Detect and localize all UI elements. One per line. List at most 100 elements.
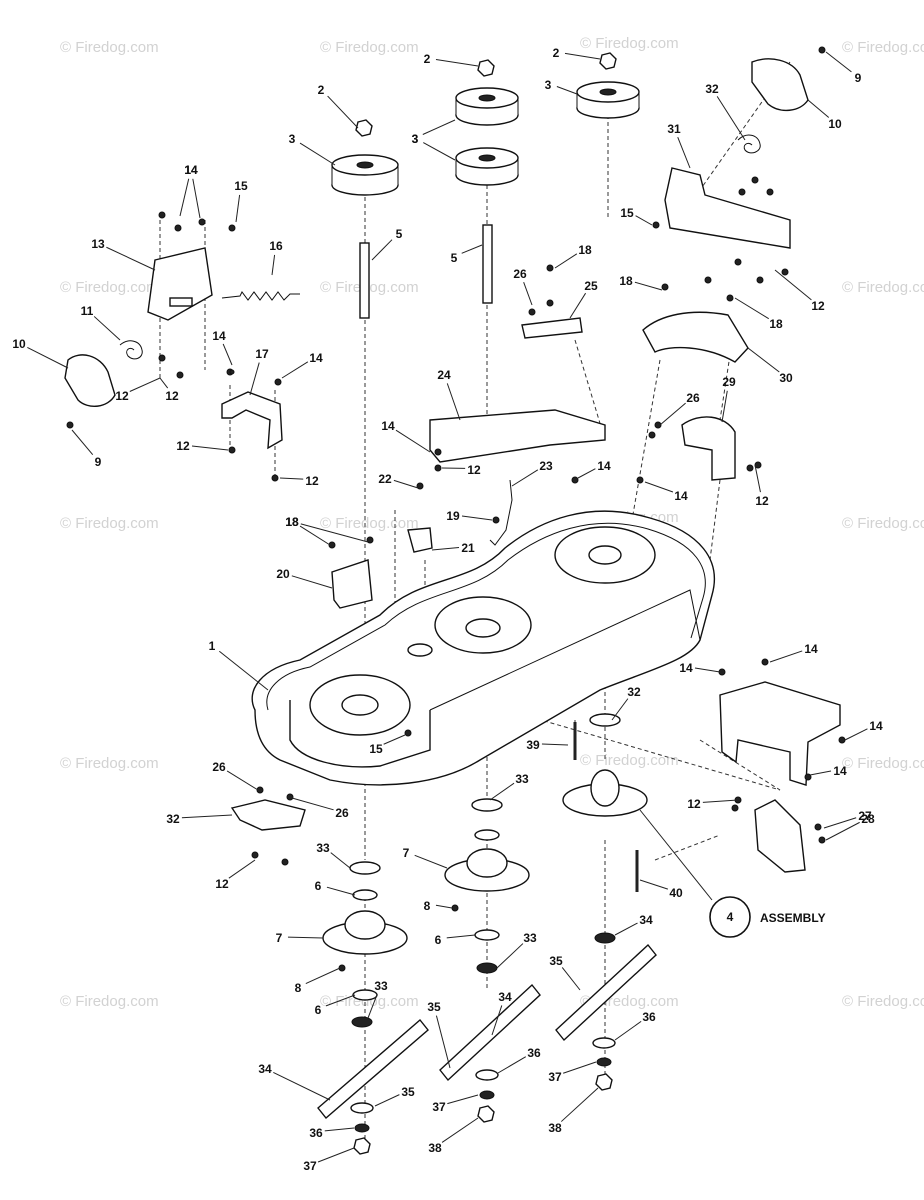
watermark: © Firedog.com xyxy=(580,752,679,769)
leader-line xyxy=(305,967,341,984)
callout-16: 16 xyxy=(269,239,283,253)
leader-line xyxy=(489,782,515,801)
callout-8: 8 xyxy=(295,981,302,995)
leader-line xyxy=(393,479,419,489)
leader-line xyxy=(564,52,601,60)
callout-27: 27 xyxy=(858,809,872,823)
callout-14: 14 xyxy=(212,329,226,343)
callout-9: 9 xyxy=(95,455,102,469)
callout-12: 12 xyxy=(467,463,481,477)
callout-38: 38 xyxy=(548,1121,562,1135)
leader-line xyxy=(497,1056,527,1074)
leader-line xyxy=(129,377,161,392)
leader-line xyxy=(446,383,461,421)
leader-line xyxy=(441,1117,479,1143)
mower-deck-housing xyxy=(251,510,716,786)
watermark: © Firedog.com xyxy=(842,755,924,772)
leader-line xyxy=(569,292,587,319)
leader-line xyxy=(716,96,746,141)
leader-line xyxy=(659,402,686,426)
leader-line xyxy=(734,297,769,320)
callout-14: 14 xyxy=(674,489,688,503)
callout-14: 14 xyxy=(869,719,883,733)
callout-14: 14 xyxy=(184,163,198,177)
leader-line xyxy=(577,468,596,479)
callout-6: 6 xyxy=(315,1003,322,1017)
leader-line xyxy=(281,361,309,379)
leader-line xyxy=(563,1061,597,1074)
leader-line xyxy=(523,282,533,306)
leader-line xyxy=(287,936,324,939)
callout-36: 36 xyxy=(642,1010,656,1024)
watermark: © Firedog.com xyxy=(842,39,924,56)
callout-33: 33 xyxy=(523,931,537,945)
leader-line xyxy=(511,469,539,487)
leader-line xyxy=(614,922,638,936)
callout-18: 18 xyxy=(619,274,633,288)
leader-line xyxy=(235,194,241,223)
callout-6: 6 xyxy=(435,933,442,947)
callout-14: 14 xyxy=(833,764,847,778)
leader-line xyxy=(317,1147,355,1163)
leader-line xyxy=(191,445,229,451)
watermark: © Firedog.com xyxy=(842,515,924,532)
watermark: © Firedog.com xyxy=(580,35,679,52)
leader-line xyxy=(106,246,156,271)
callout-3: 3 xyxy=(289,132,296,146)
watermark: © Firedog.com xyxy=(60,755,159,772)
leader-line xyxy=(560,1087,599,1122)
callout-7: 7 xyxy=(276,931,283,945)
callout-19: 19 xyxy=(446,509,460,523)
callout-14: 14 xyxy=(381,419,395,433)
callout-35: 35 xyxy=(427,1000,441,1014)
callout-2: 2 xyxy=(553,46,560,60)
leader-line xyxy=(371,239,393,261)
watermark: © Firedog.com xyxy=(842,993,924,1010)
leader-line xyxy=(694,667,721,673)
leader-line xyxy=(747,347,780,373)
leader-line xyxy=(299,525,331,546)
watermark: © Firedog.com xyxy=(60,279,159,296)
callout-36: 36 xyxy=(309,1126,323,1140)
callout-26: 26 xyxy=(212,760,226,774)
callout-2: 2 xyxy=(318,83,325,97)
assembly-text: ASSEMBLY xyxy=(760,911,826,925)
callout-26: 26 xyxy=(335,806,349,820)
callout-15: 15 xyxy=(369,742,383,756)
leader-line xyxy=(414,854,448,869)
callout-37: 37 xyxy=(548,1070,562,1084)
callout-10: 10 xyxy=(828,117,842,131)
callout-12: 12 xyxy=(165,389,179,403)
right-idler-assembly xyxy=(642,58,809,481)
leader-line xyxy=(561,967,581,991)
spindle-shafts xyxy=(359,224,493,319)
callout-35: 35 xyxy=(401,1085,415,1099)
leader-line xyxy=(226,770,259,791)
leader-line xyxy=(769,650,803,663)
callout-36: 36 xyxy=(527,1046,541,1060)
left-idler-assembly xyxy=(64,247,300,450)
watermark: © Firedog.com xyxy=(60,993,159,1010)
callout-21: 21 xyxy=(461,541,475,555)
leader-line xyxy=(71,429,94,456)
callout-18: 18 xyxy=(285,515,299,529)
leader-line xyxy=(219,650,269,691)
pulleys xyxy=(331,81,640,196)
leader-line xyxy=(635,215,653,226)
callout-3: 3 xyxy=(412,132,419,146)
callout-32: 32 xyxy=(705,82,719,96)
callout-35: 35 xyxy=(549,954,563,968)
callout-3: 3 xyxy=(412,132,419,146)
callout-13: 13 xyxy=(91,237,105,251)
watermark: © Firedog.com xyxy=(320,39,419,56)
callout-14: 14 xyxy=(597,459,611,473)
callout-37: 37 xyxy=(303,1159,317,1173)
callout-1: 1 xyxy=(209,639,216,653)
watermark: © Firedog.com xyxy=(60,515,159,532)
callout-5: 5 xyxy=(451,251,458,265)
blades xyxy=(317,943,657,1155)
callout-8: 8 xyxy=(424,899,431,913)
leader-line xyxy=(825,51,852,73)
callout-14: 14 xyxy=(679,661,693,675)
